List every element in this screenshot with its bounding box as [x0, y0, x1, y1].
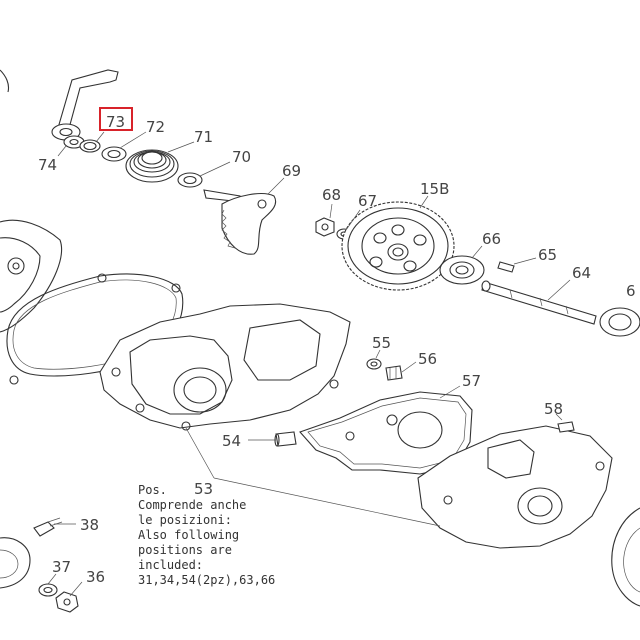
callout-66: 66 [482, 230, 501, 248]
callout-71: 71 [194, 128, 213, 146]
callout-65: 65 [538, 246, 557, 264]
callout-67: 67 [358, 192, 377, 210]
part-36-nut [55, 591, 79, 613]
callout-68: 68 [322, 186, 341, 204]
callout-56: 56 [418, 350, 437, 368]
part-55-nut [366, 358, 382, 370]
leader-lines [47, 131, 571, 597]
part-64-shaft [481, 280, 597, 325]
part-74-washer [63, 135, 85, 149]
part-58-pin [557, 421, 575, 433]
left-crankcase-half [99, 303, 351, 431]
part-68-nut [315, 217, 335, 237]
callout-37: 37 [52, 558, 71, 576]
part-54-dowel [274, 431, 297, 447]
callout-70: 70 [232, 148, 251, 166]
part-71-spring [125, 149, 179, 183]
part-56-bolt [385, 365, 403, 381]
part-15b-gear [341, 201, 455, 291]
part-66-bearing [439, 255, 485, 285]
callout-73: 73 [106, 113, 125, 131]
right-partial-cover [611, 507, 640, 607]
note-line-5: included: [138, 558, 203, 572]
callout-72: 72 [146, 118, 165, 136]
note-line-4: positions are [138, 543, 232, 557]
callout-6x: 6 [626, 282, 636, 300]
part-38-sensor [0, 517, 63, 589]
callout-54: 54 [222, 432, 241, 450]
part-73-seal [79, 139, 101, 153]
callout-53: 53 [194, 480, 213, 498]
callout-labels: 74 73 72 71 70 69 68 67 15B 66 65 64 6 5… [38, 113, 636, 586]
note-line-3: Also following [138, 528, 239, 542]
callout-69: 69 [282, 162, 301, 180]
note-line-1: Comprende anche [138, 498, 246, 512]
callout-74: 74 [38, 156, 57, 174]
callout-58: 58 [544, 400, 563, 418]
callout-36: 36 [86, 568, 105, 586]
part-6x-bearing [599, 307, 640, 337]
left-side-cover [0, 69, 62, 333]
callout-38: 38 [80, 516, 99, 534]
callout-64: 64 [572, 264, 591, 282]
part-37-washer [38, 583, 58, 597]
callout-57: 57 [462, 372, 481, 390]
note-pos: Pos. [138, 483, 167, 497]
highlight-box-73 [99, 107, 133, 131]
note-line-2: le posizioni: [138, 513, 232, 527]
callout-55: 55 [372, 334, 391, 352]
note-block: Pos. Comprende anche le posizioni: Also … [138, 483, 275, 587]
part-65-key [497, 261, 515, 273]
callout-15b: 15B [420, 180, 449, 198]
part-70-bushing [177, 172, 203, 188]
right-crankcase-half [417, 425, 613, 549]
part-72-washer [101, 146, 127, 162]
part-69-kick-gear-shaft [203, 189, 277, 255]
note-line-6: 31,34,54(2pz),63,66 [138, 573, 275, 587]
